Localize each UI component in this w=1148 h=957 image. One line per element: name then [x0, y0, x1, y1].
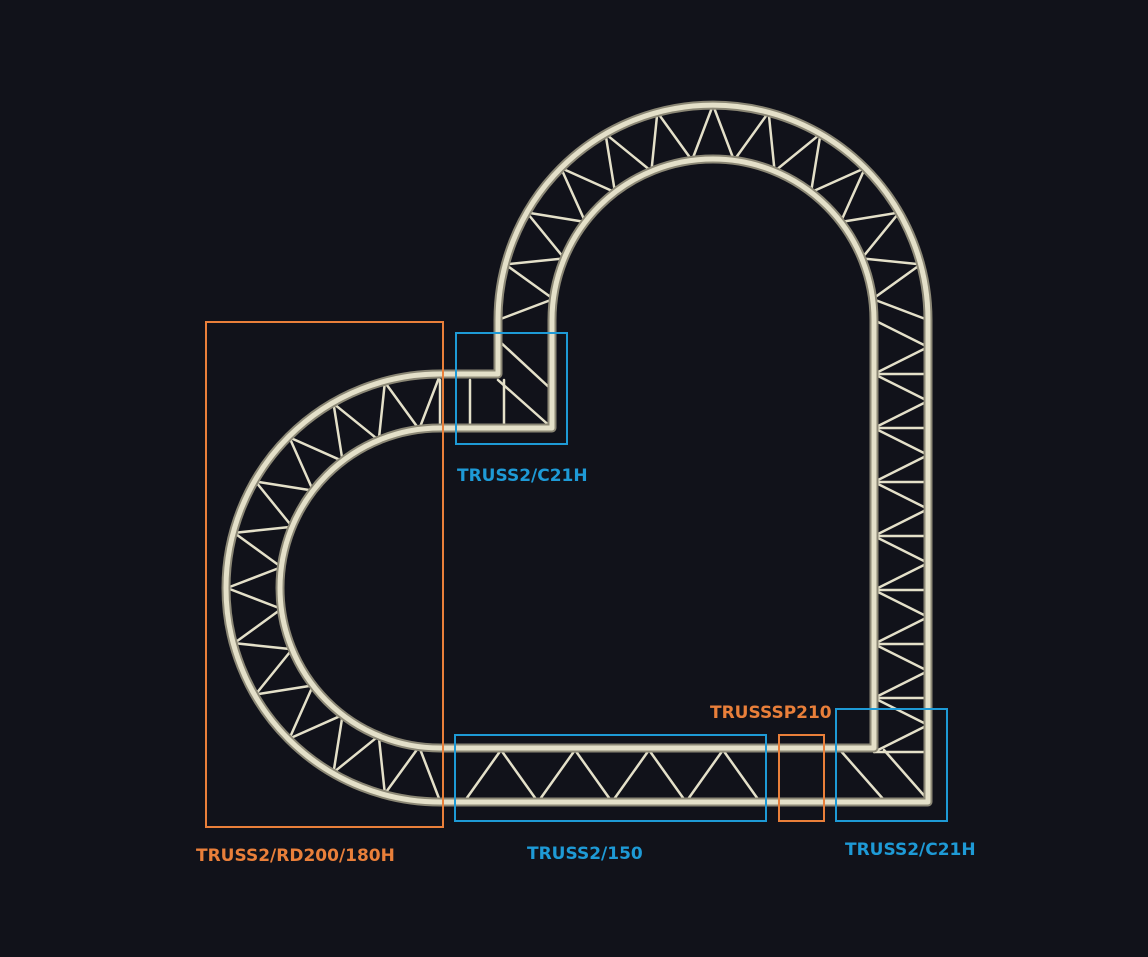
truss-brace: [690, 103, 715, 162]
truss-brace: [872, 561, 930, 592]
truss-brace: [233, 531, 283, 569]
truss-brace: [233, 525, 294, 535]
truss-brace: [462, 748, 503, 804]
label-spacer: TRUSSSP210: [710, 703, 832, 723]
truss-brace: [872, 507, 930, 538]
truss-inner-chord: [275, 154, 879, 753]
truss-brace: [377, 381, 387, 442]
truss-brace: [604, 132, 653, 173]
annotation-labels: TRUSS2/C21H TRUSS2/RD200/180H TRUSS2/150…: [196, 466, 976, 866]
truss-brace: [656, 111, 694, 162]
truss-brace: [872, 453, 930, 484]
truss-brace: [417, 745, 442, 803]
truss-brace: [872, 399, 930, 430]
truss-brace: [711, 103, 736, 162]
truss-brace: [721, 748, 762, 804]
truss-brace: [559, 166, 587, 224]
truss-brace: [860, 211, 901, 260]
truss-brace: [288, 713, 344, 740]
label-corner-bottom: TRUSS2/C21H: [845, 840, 976, 860]
truss-brace: [254, 480, 294, 529]
truss-brace: [872, 696, 930, 727]
truss-brace: [872, 345, 930, 376]
truss-brace: [525, 211, 587, 224]
truss-brace: [684, 748, 725, 804]
truss-brace: [496, 378, 554, 430]
truss-brace: [496, 297, 555, 322]
truss-brace: [254, 684, 315, 696]
truss-brace: [499, 748, 540, 804]
corner-top-box: [455, 332, 568, 445]
truss-brace: [332, 713, 344, 774]
truss-outer-chord: [221, 100, 933, 807]
truss-brace: [860, 257, 922, 266]
truss-brace: [377, 734, 387, 795]
spacer-box: [778, 734, 825, 822]
truss-brace: [525, 211, 566, 260]
truss-brace: [872, 615, 930, 646]
straight-segment-box: [454, 734, 767, 822]
truss-brace: [872, 588, 930, 619]
truss-brace: [872, 669, 930, 700]
truss-brace: [254, 480, 315, 492]
truss-brace: [872, 534, 930, 565]
truss-brace: [233, 607, 283, 645]
truss-brace: [536, 748, 577, 804]
truss-brace: [872, 426, 930, 457]
truss-brace: [383, 745, 421, 795]
truss-brace: [650, 111, 659, 173]
truss-brace: [496, 338, 554, 392]
truss-brace: [233, 641, 294, 651]
label-round-segment: TRUSS2/RD200/180H: [196, 846, 395, 866]
truss-brace: [872, 318, 930, 349]
truss-brace: [332, 402, 381, 442]
truss-brace: [839, 211, 901, 224]
truss-brace: [254, 647, 294, 696]
truss-brace: [809, 132, 822, 194]
truss-brace: [288, 684, 315, 740]
heart-truss-structure: [221, 100, 933, 807]
truss-brace: [504, 257, 566, 266]
truss-brace: [732, 111, 770, 162]
truss-brace: [839, 166, 867, 224]
corner-bottom-box: [835, 708, 948, 822]
truss-brace: [872, 372, 930, 403]
label-straight-segment: TRUSS2/150: [527, 844, 643, 864]
truss-brace: [871, 297, 930, 322]
truss-brace: [332, 402, 344, 463]
truss-brace: [504, 263, 555, 301]
truss-brace: [872, 723, 930, 754]
truss-brace: [332, 734, 381, 774]
truss-brace: [559, 166, 617, 194]
truss-brace: [767, 111, 776, 173]
truss-brace: [610, 748, 651, 804]
truss-brace: [383, 381, 421, 431]
truss-brace: [225, 586, 283, 611]
truss-brace: [871, 263, 922, 301]
annotation-boxes: [205, 321, 948, 828]
truss-brace: [573, 748, 614, 804]
truss-brace: [809, 166, 867, 194]
truss-brace: [872, 480, 930, 511]
truss-brace: [288, 436, 344, 463]
truss-brace: [882, 748, 930, 802]
truss-brace: [647, 748, 688, 804]
truss-brace: [288, 436, 315, 492]
truss-brace: [225, 565, 283, 590]
truss-brace: [417, 373, 442, 431]
truss-brace: [838, 748, 886, 802]
truss-brace: [872, 642, 930, 673]
truss-lacing: [225, 103, 930, 804]
truss-brace: [773, 132, 822, 173]
label-corner-top: TRUSS2/C21H: [457, 466, 588, 486]
round-segment-box: [205, 321, 444, 828]
truss-brace: [604, 132, 617, 194]
